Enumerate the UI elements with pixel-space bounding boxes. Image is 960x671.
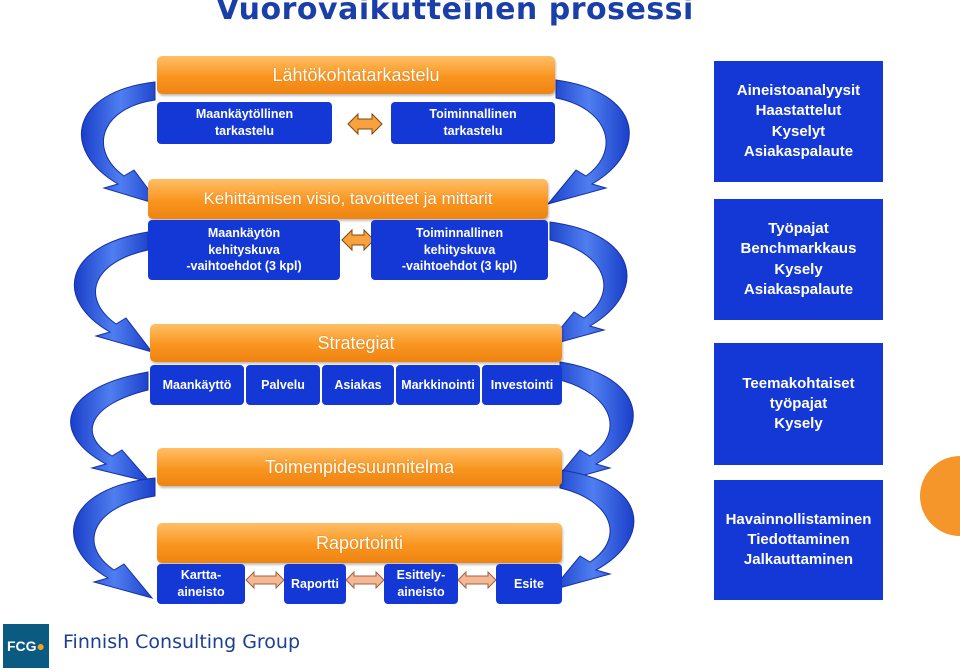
left-flow-arrow-3 bbox=[70, 371, 152, 483]
stage2-item-toiminnallinen-kehityskuva: Toiminnallinen kehityskuva -vaihtoehdot … bbox=[371, 220, 548, 280]
fcg-logo: FCG● bbox=[3, 624, 49, 668]
stage1-item-toiminnallinen: Toiminnallinen tarkastelu bbox=[391, 102, 555, 144]
stage-heading-toimenpidesuunnitelma: Toimenpidesuunnitelma bbox=[157, 448, 562, 486]
interaction-box-communication: Havainnollistaminen Tiedottaminen Jalkau… bbox=[714, 480, 883, 600]
report-item-kartta-aineisto: Kartta- aineisto bbox=[157, 564, 245, 604]
stage-heading-lahtokohtatarkastelu: Lähtökohtatarkastelu bbox=[157, 56, 555, 94]
stage1-item-maankaytollinen: Maankäytöllinen tarkastelu bbox=[157, 102, 332, 144]
strategy-item-investointi: Investointi bbox=[482, 365, 562, 405]
double-arrow-2 bbox=[341, 228, 375, 252]
double-arrow-5 bbox=[457, 570, 497, 590]
logo-text: FCG bbox=[6, 638, 37, 654]
orange-corner-decoration bbox=[920, 456, 960, 536]
report-item-raportti: Raportti bbox=[284, 564, 346, 604]
logo-dot: ● bbox=[36, 638, 46, 654]
stage2-item-maankayton-kehityskuva: Maankäytön kehityskuva -vaihtoehdot (3 k… bbox=[148, 220, 340, 280]
left-flow-arrow-4 bbox=[73, 477, 156, 599]
report-item-esite: Esite bbox=[496, 564, 562, 604]
page-title: Vuorovaikutteinen prosessi bbox=[216, 0, 694, 27]
left-flow-arrow-2 bbox=[73, 231, 154, 353]
right-flow-arrow-3 bbox=[550, 361, 634, 485]
strategy-item-markkinointi: Markkinointi bbox=[396, 365, 480, 405]
strategy-item-maankaytto: Maankäyttö bbox=[150, 365, 244, 405]
double-arrow-3 bbox=[245, 570, 285, 590]
company-name: Finnish Consulting Group bbox=[63, 631, 301, 653]
strategy-item-palvelu: Palvelu bbox=[246, 365, 320, 405]
strategy-item-asiakas: Asiakas bbox=[322, 365, 394, 405]
right-flow-arrow-1 bbox=[546, 79, 630, 205]
stage-heading-visio: Kehittämisen visio, tavoitteet ja mittar… bbox=[148, 179, 548, 219]
double-arrow-1 bbox=[347, 112, 383, 136]
double-arrow-4 bbox=[345, 570, 385, 590]
stage-heading-strategiat: Strategiat bbox=[150, 324, 562, 362]
left-flow-arrow-1 bbox=[80, 81, 162, 206]
stage-heading-raportointi: Raportointi bbox=[157, 523, 562, 563]
interaction-box-workshops: Työpajat Benchmarkkaus Kysely Asiakaspal… bbox=[714, 199, 883, 320]
interaction-box-themes: Teemakohtaiset työpajat Kysely bbox=[714, 343, 883, 465]
right-flow-arrow-4 bbox=[550, 469, 635, 591]
interaction-box-analysis: Aineistoanalyysit Haastattelut Kyselyt A… bbox=[714, 61, 883, 182]
report-item-esittely-aineisto: Esittely- aineisto bbox=[384, 564, 458, 604]
right-flow-arrow-2 bbox=[544, 221, 628, 347]
